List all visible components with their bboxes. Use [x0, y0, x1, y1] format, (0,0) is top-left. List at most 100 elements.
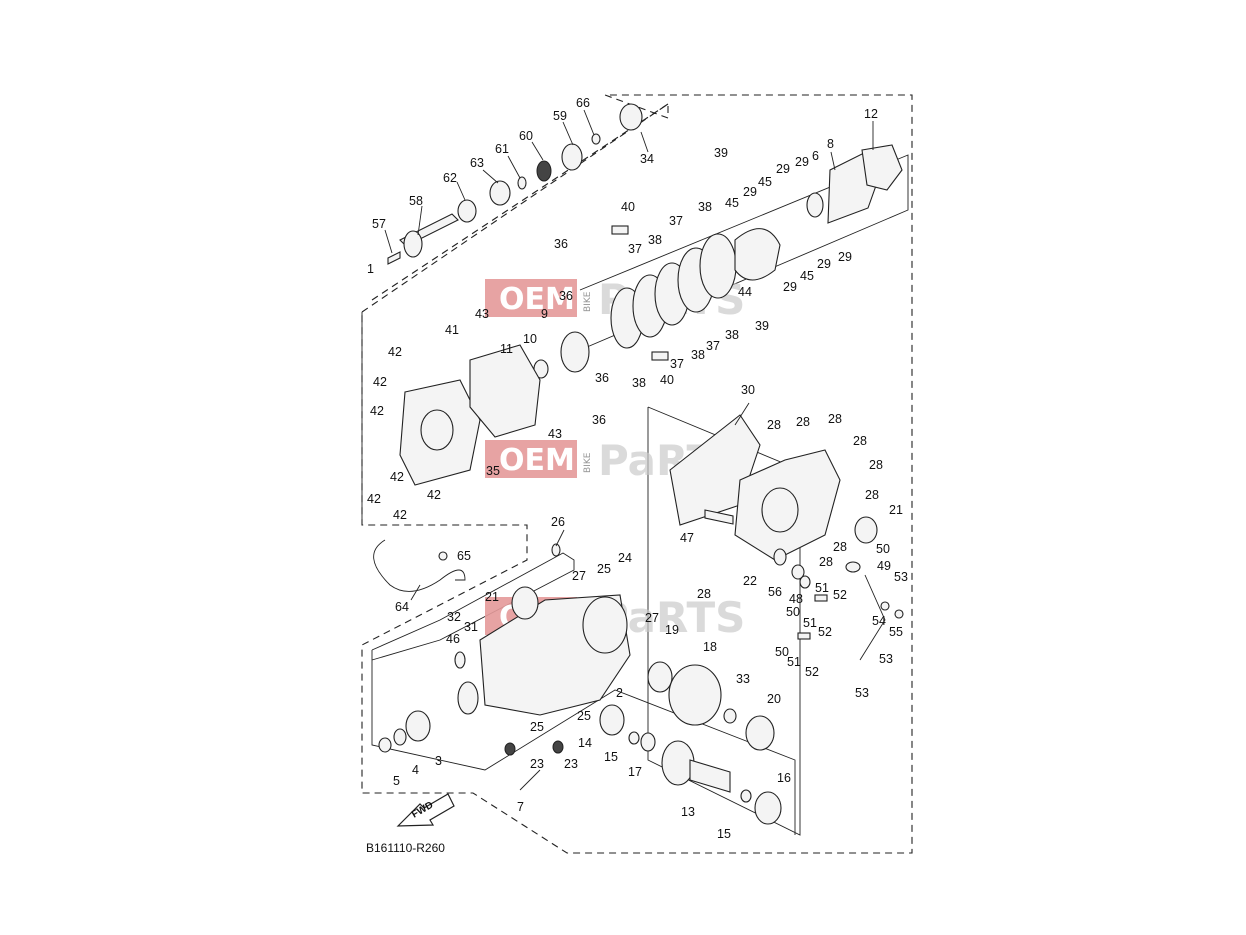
callout-23-a: 23: [530, 757, 544, 771]
callout-24: 24: [618, 551, 632, 565]
outline-gear-group: [371, 552, 575, 661]
watermark-bike-1: BIKE: [583, 291, 593, 312]
watermark-oem-2: OEM: [499, 443, 575, 478]
callout-15-a: 15: [604, 750, 618, 764]
callout-39-top: 39: [714, 146, 728, 160]
part-14-bearing: [599, 704, 625, 736]
callout-36-d: 36: [592, 413, 606, 427]
callout-52-c: 52: [805, 665, 819, 679]
callout-50-b: 50: [786, 605, 800, 619]
callout-50-c: 50: [775, 645, 789, 659]
part-right-case-bore: [761, 487, 799, 533]
outline-clutch-pack: [579, 154, 909, 351]
callout-42-a: 42: [388, 345, 402, 359]
callout-49: 49: [877, 559, 891, 573]
callout-61: 61: [495, 142, 509, 156]
part-12-gasket: [861, 144, 903, 191]
callout-8: 8: [827, 137, 834, 151]
callout-51-a: 51: [815, 581, 829, 595]
callout-50-a: 50: [876, 542, 890, 556]
lower-case-group: [378, 586, 782, 825]
callout-27-b: 27: [645, 611, 659, 625]
callout-45-a: 45: [758, 175, 772, 189]
callout-56: 56: [768, 585, 782, 599]
part-21-seal-lower: [511, 586, 539, 620]
part-2-bore: [582, 596, 628, 654]
callout-26: 26: [551, 515, 565, 529]
part-5-washer: [378, 737, 392, 753]
clutch-plate-5: [699, 233, 737, 299]
callout-54: 54: [872, 614, 886, 628]
callout-45-c: 45: [800, 269, 814, 283]
left-cover-group: [399, 344, 541, 486]
callout-31: 31: [464, 620, 478, 634]
drawing-code: B161110-R260: [366, 841, 445, 855]
callout-37-a: 37: [669, 214, 683, 228]
part-57-spring: [387, 251, 401, 265]
callout-47: 47: [680, 531, 694, 545]
part-15-clip-b: [740, 789, 752, 803]
part-35-bore: [420, 409, 454, 451]
callout-15-b: 15: [717, 827, 731, 841]
part-63-bearing: [489, 180, 511, 206]
part-60-gear: [536, 160, 552, 182]
callout-1: 1: [367, 262, 374, 276]
fwd-arrow: FWD: [396, 793, 455, 827]
part-19-bearing: [647, 661, 673, 693]
callout-39-b: 39: [755, 319, 769, 333]
part-34-seal: [619, 103, 643, 131]
callout-41: 41: [445, 323, 459, 337]
callout-28-a: 28: [767, 418, 781, 432]
shaft-group: [387, 103, 643, 265]
callout-29-d: 29: [817, 257, 831, 271]
callout-42-b: 42: [373, 375, 387, 389]
callout-53-a: 53: [894, 570, 908, 584]
callout-29-f: 29: [783, 280, 797, 294]
watermark-oem-box-1: [485, 279, 577, 317]
watermark-oem-box-2: [485, 440, 577, 478]
callout-18: 18: [703, 640, 717, 654]
callout-28-d: 28: [853, 434, 867, 448]
callout-66: 66: [576, 96, 590, 110]
callout-57: 57: [372, 217, 386, 231]
part-65-clamp: [438, 551, 448, 561]
callout-38-e: 38: [632, 376, 646, 390]
part-13-bevel-gear: [661, 740, 695, 786]
callout-55: 55: [889, 625, 903, 639]
part-23-plug-a: [504, 742, 516, 756]
part-20-bearing: [745, 715, 775, 751]
callout-30: 30: [741, 383, 755, 397]
part-54-washer: [880, 601, 890, 611]
callout-12: 12: [864, 107, 878, 121]
shift-linkage-group: [797, 561, 904, 661]
part-40-spring-bottom: [651, 351, 669, 361]
part-4-clip: [393, 728, 407, 746]
callout-23-b: 23: [564, 757, 578, 771]
fwd-arrow-icon: [396, 793, 455, 827]
callout-16: 16: [777, 771, 791, 785]
callout-14: 14: [578, 736, 592, 750]
callout-9: 9: [541, 307, 548, 321]
callout-52-a: 52: [833, 588, 847, 602]
part-40-spring-top: [611, 225, 629, 235]
callout-29-a: 29: [776, 162, 790, 176]
callout-35: 35: [486, 464, 500, 478]
callout-42-e: 42: [367, 492, 381, 506]
part-61-clip: [517, 176, 527, 190]
callout-51-b: 51: [803, 616, 817, 630]
callout-42-g: 42: [393, 508, 407, 522]
callout-40-b: 40: [660, 373, 674, 387]
part-50-bracket-mid: [814, 594, 828, 602]
part-50-bracket-top: [845, 561, 861, 573]
leader-lines: [384, 109, 874, 791]
callout-42-f: 42: [427, 488, 441, 502]
callout-28-g: 28: [833, 540, 847, 554]
callout-38-a: 38: [698, 200, 712, 214]
callout-36-c: 36: [595, 371, 609, 385]
part-15-clip-a: [628, 731, 640, 745]
breather-group: [373, 539, 561, 592]
callout-labels: 66 59 60 61 63 62 58 57 1 34 39 29 29 6 …: [367, 96, 908, 841]
part-58-gear: [403, 230, 423, 258]
callout-29-c: 29: [743, 185, 757, 199]
part-62-ring: [457, 199, 477, 223]
